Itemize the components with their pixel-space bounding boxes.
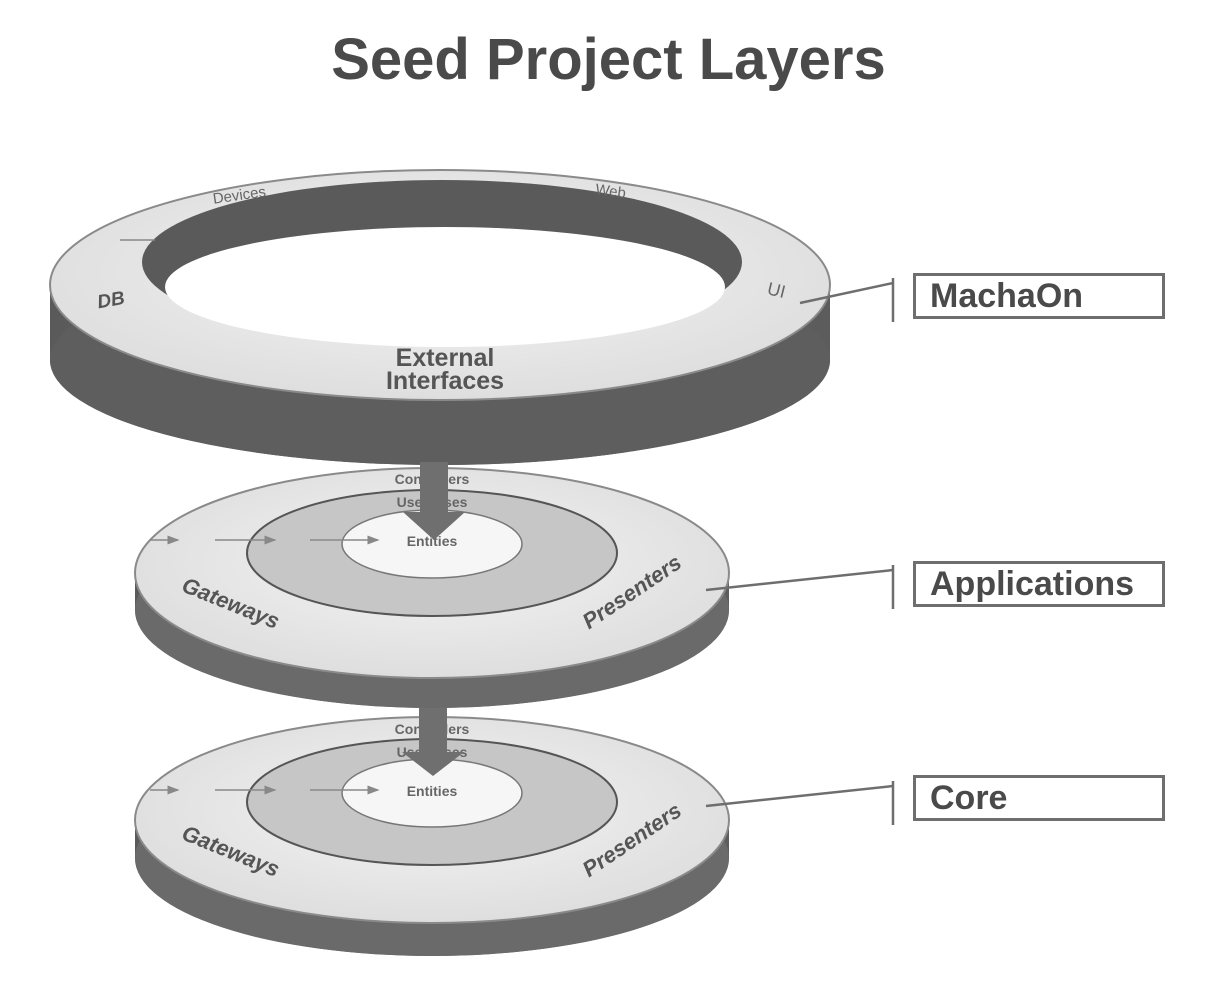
core-label: Core: [913, 775, 1165, 821]
down-arrow-top: [403, 462, 465, 540]
connector-applications: [705, 565, 895, 609]
applications-entities-label: Entities: [407, 533, 458, 549]
applications-disk: Controllers Use Cases Entities Gateways …: [134, 467, 730, 708]
core-entities-label: Entities: [407, 783, 458, 799]
machaon-label: MachaOn: [913, 273, 1165, 319]
external-interfaces-line2: Interfaces: [386, 367, 504, 395]
ui-label: UI: [765, 278, 787, 302]
external-interfaces-line1: External: [396, 344, 495, 372]
applications-label: Applications: [913, 561, 1165, 607]
core-disk: Controllers Use Cases Entities Gateways …: [134, 716, 730, 956]
machaon-disk-hole: [165, 227, 725, 347]
page-title: Seed Project Layers: [331, 27, 886, 92]
connector-core: [705, 781, 895, 825]
down-arrow-bottom: [402, 708, 464, 776]
web-label: Web: [594, 181, 627, 202]
connector-machaon: [799, 278, 895, 322]
machaon-disk: Devices Web DB UI External Interfaces: [49, 169, 831, 465]
db-label: DB: [96, 288, 127, 313]
